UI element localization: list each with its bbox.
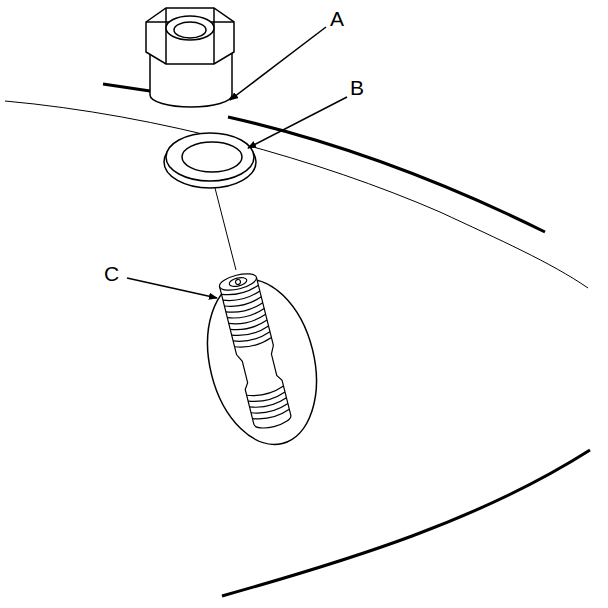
callout-letter: C	[104, 263, 119, 284]
wheel-edge	[5, 101, 588, 288]
leader-line	[230, 27, 326, 100]
leader-line	[248, 97, 347, 148]
center-line	[215, 188, 236, 270]
leader-line	[127, 278, 217, 298]
washer	[164, 133, 256, 188]
wheel-rim	[222, 450, 590, 596]
callout-letter: B	[350, 77, 364, 98]
callout-letter: A	[330, 8, 344, 29]
lug-nut	[146, 8, 234, 107]
stud-hole	[191, 268, 333, 456]
wheel-rim	[103, 84, 150, 91]
wheel-stud	[218, 271, 293, 432]
